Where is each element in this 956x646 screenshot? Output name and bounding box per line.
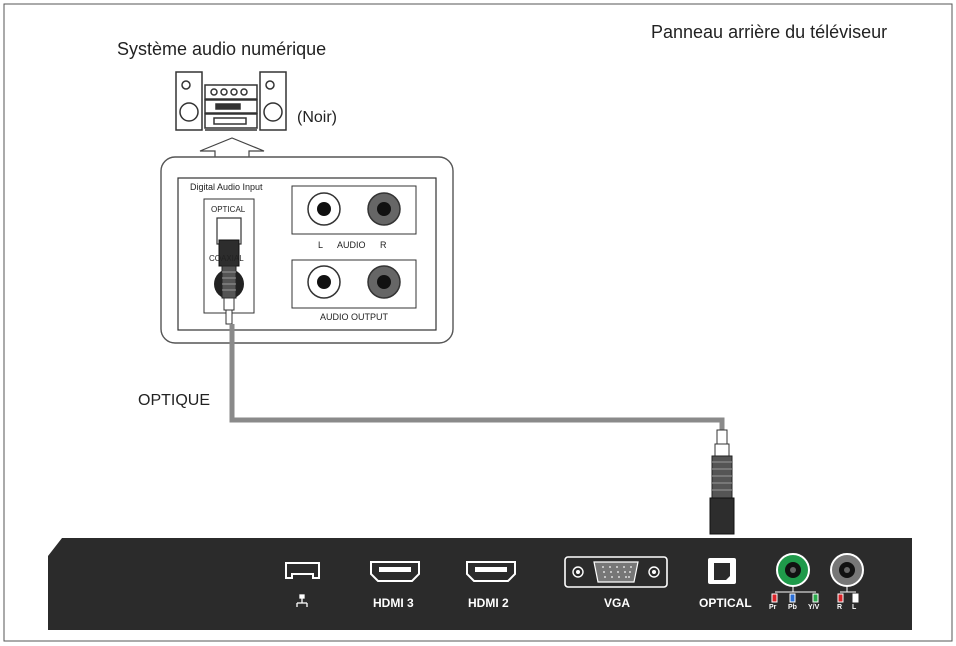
tv-optical-plug [709,429,735,535]
pb-label: Pb [788,604,797,611]
lan-icon [296,594,308,607]
vga-label: VGA [604,596,631,610]
hdmi3-label: HDMI 3 [373,596,414,610]
vga-port [564,556,668,588]
receiver-optical-plug [218,239,240,325]
hdmi2-label: HDMI 2 [468,596,509,610]
audio-l-label: L [318,240,324,250]
tv-panel-title: Panneau arrière du téléviseur [651,22,888,42]
audio-system-title: Système audio numérique [117,39,327,59]
audio-r-label: R [380,240,387,250]
optical-cable [229,324,725,430]
audio-color-markers [837,586,859,603]
component-video-jack [776,553,810,587]
stereo-system-icon [175,71,287,131]
audio-label: AUDIO [337,240,366,250]
outer-frame [3,3,953,642]
audio-system-color-label: (Noir) [297,109,337,126]
yv-label: Y/V [808,604,820,611]
hdmi3-port [370,561,420,582]
hdmi2-port [466,561,516,582]
optical-input-label: OPTICAL [211,205,246,214]
optical-label: OPTICAL [699,596,752,610]
audio-output-label: AUDIO OUTPUT [320,312,389,322]
upload-arrow-icon [199,137,265,157]
r-label: R [837,604,843,611]
optical-connector-icon [708,558,736,584]
audio-jack [830,553,864,587]
l-label: L [852,604,857,611]
cable-label: OPTIQUE [138,392,211,409]
pr-label: Pr [769,604,777,611]
coaxial-input-label: COAXIAL [209,254,244,263]
lan-port [285,562,320,579]
digital-audio-input-label: Digital Audio Input [190,182,263,192]
component-color-markers [771,586,819,603]
tv-back-panel [48,538,912,630]
